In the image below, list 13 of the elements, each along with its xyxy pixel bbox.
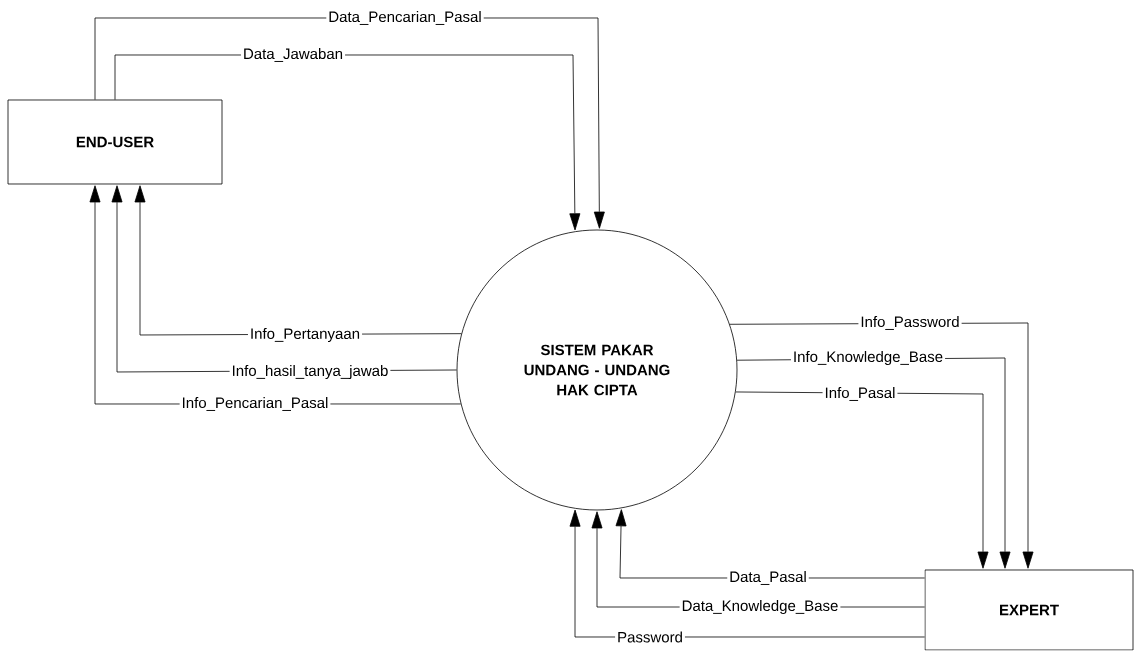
edge-label: Info_Pertanyaan bbox=[247, 326, 363, 344]
edge-label: Info_Knowledge_Base bbox=[790, 349, 946, 367]
edge-label: Info_Password bbox=[858, 314, 962, 332]
entity-box: END-USER bbox=[7, 99, 223, 185]
entity-box: EXPERT bbox=[924, 569, 1134, 651]
edge-label: Info_hasil_tanya_jawab bbox=[229, 363, 391, 381]
edge-label: Data_Jawaban bbox=[240, 46, 346, 64]
edge-label: Data_Pasal bbox=[727, 569, 809, 587]
edge-label: Data_Pencarian_Pasal bbox=[326, 9, 484, 27]
edge-label: Password bbox=[615, 629, 685, 645]
edge-label: Data_Knowledge_Base bbox=[679, 598, 841, 616]
edge-label: Info_Pencarian_Pasal bbox=[179, 395, 331, 413]
edge-label: Info_Pasal bbox=[822, 385, 898, 403]
